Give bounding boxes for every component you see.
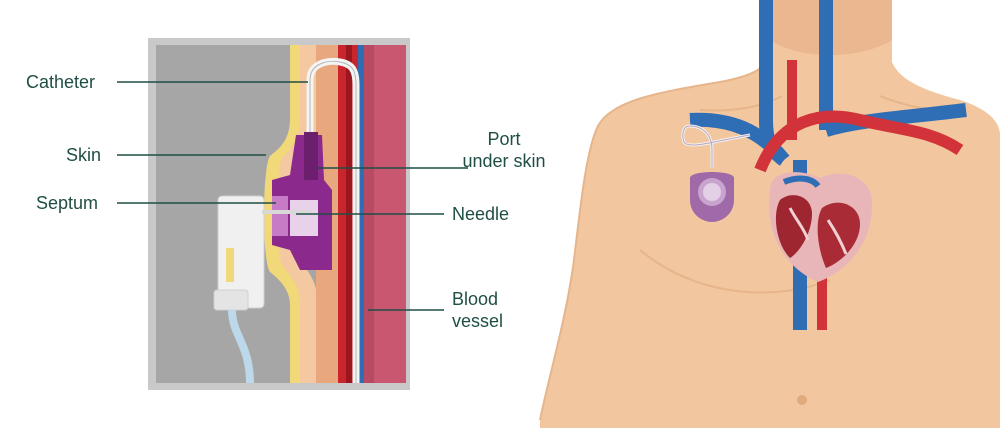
leader-lines [117, 81, 468, 311]
label-catheter: Catheter [26, 72, 96, 92]
skin-yellow-layer [264, 45, 304, 383]
navel [797, 395, 807, 405]
catheter-tube-outline [309, 60, 357, 383]
collarbone-left [699, 95, 783, 112]
label-blood-line2: vessel [452, 311, 504, 331]
needle-hub-cap [213, 289, 249, 311]
label-skin: Skin [66, 145, 102, 165]
label-septum: Septum [36, 193, 99, 213]
artery-arch [754, 110, 964, 173]
label-needle: Needle [452, 204, 510, 224]
port-chamber [290, 200, 318, 236]
torso-outline [539, 0, 771, 421]
label-port-line2: under skin [462, 151, 546, 171]
port-stem [304, 132, 318, 180]
label-blood-line1: Blood [452, 289, 499, 309]
label-port: Port under skin [448, 128, 560, 172]
septum [272, 196, 288, 236]
chest-line [639, 249, 831, 294]
torso-illustration [539, 0, 1000, 428]
port-catheter-outline [682, 125, 751, 168]
port-device-icon [690, 172, 734, 222]
needle-yellow [226, 248, 234, 282]
needle-tubing [228, 309, 254, 384]
heart-icon [769, 172, 873, 282]
label-blood-vessel: Blood vessel [452, 288, 503, 332]
label-port-line1: Port [487, 129, 521, 149]
